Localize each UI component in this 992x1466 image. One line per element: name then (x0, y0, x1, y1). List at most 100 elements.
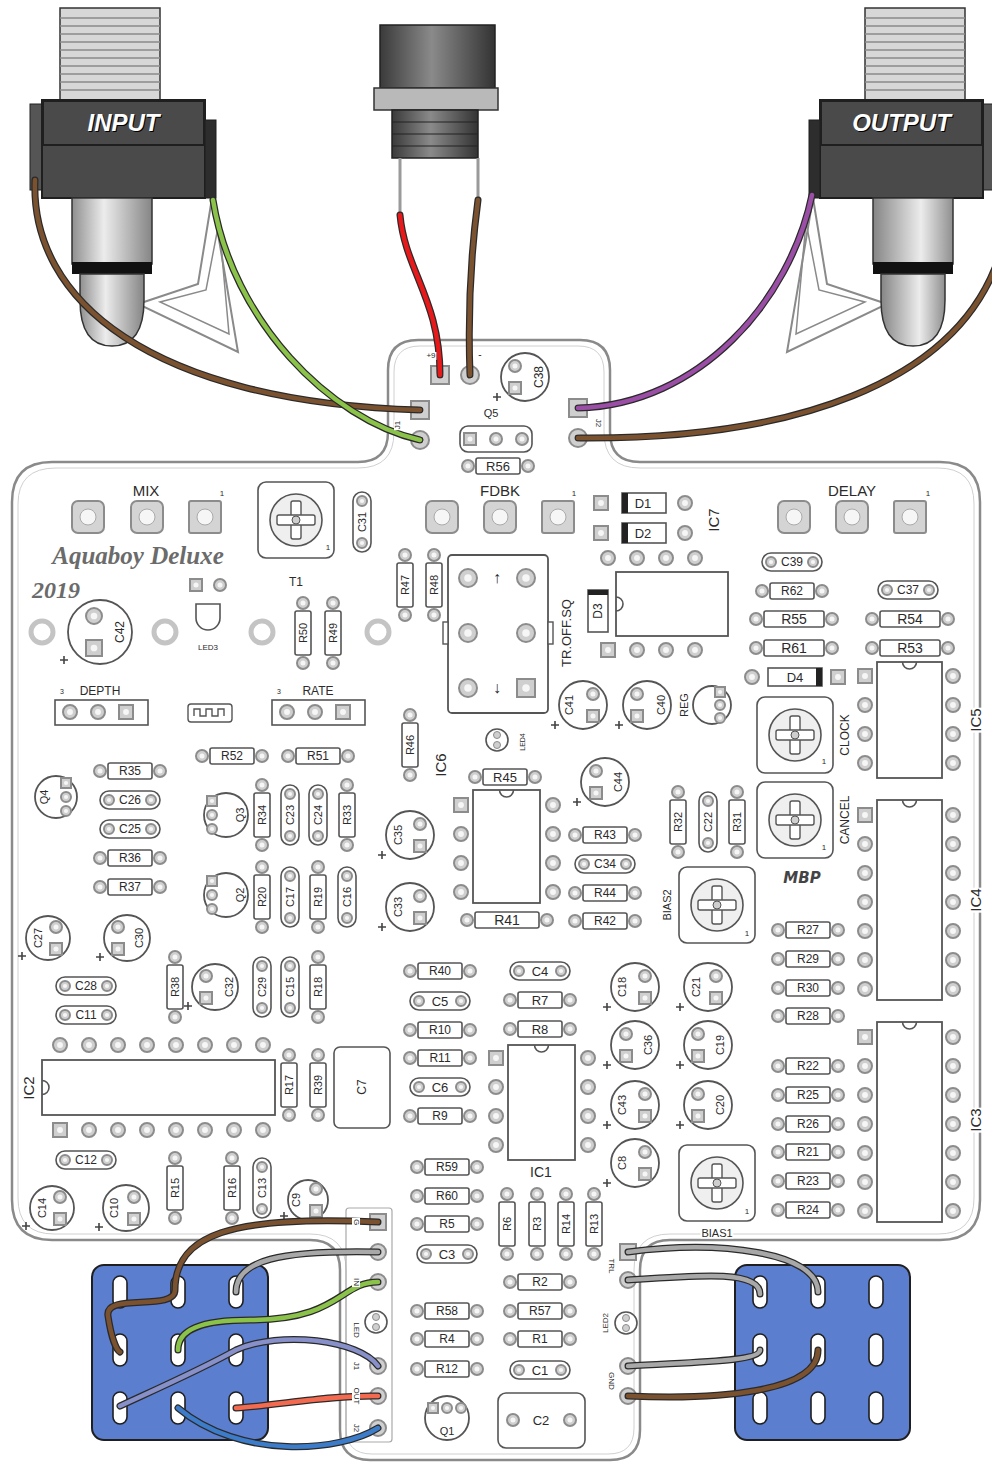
pin-header (55, 700, 148, 725)
solder-pad (946, 1030, 960, 1044)
solder-pad (504, 1251, 509, 1256)
part-label: D1 (634, 497, 653, 510)
solder-pad (632, 890, 637, 895)
solder-pad (775, 1063, 780, 1068)
solder-pad (507, 1336, 512, 1341)
capacitor-symbol (100, 791, 160, 809)
part-label: C6 (431, 1081, 450, 1094)
resistor-symbol (880, 640, 940, 656)
solder-pad (54, 1213, 66, 1225)
resistor-symbol (786, 1144, 830, 1160)
solder-pad (119, 705, 133, 719)
solder-pad (282, 750, 294, 762)
solder-pad (285, 913, 295, 923)
part-label: DELAY (827, 483, 877, 498)
solder-pad (692, 1050, 704, 1062)
polarity-mark (378, 923, 386, 931)
solder-pad (772, 1010, 784, 1022)
solder-pad (203, 995, 208, 1000)
part-label: 1 (219, 490, 225, 498)
solder-pad (775, 1092, 780, 1097)
solder-pad (832, 953, 844, 965)
solder-pad (414, 840, 426, 852)
solder-pad (190, 579, 202, 591)
board-title: 2019 (31, 578, 81, 602)
solder-pad (283, 1109, 295, 1121)
solder-pad (50, 921, 62, 933)
solder-pad (590, 765, 602, 777)
solder-pad (682, 530, 688, 536)
jack-label-box: INPUT (42, 100, 205, 146)
solder-pad (172, 1155, 177, 1160)
solder-pad (312, 921, 324, 933)
solder-pad (591, 1191, 596, 1196)
solder-pad (402, 552, 407, 557)
solder-pad (835, 1063, 840, 1068)
solder-pad (57, 1127, 63, 1133)
solder-pad (593, 768, 598, 773)
diode-symbol (816, 668, 822, 686)
solder-pad (582, 862, 586, 866)
solder-pad (534, 1251, 539, 1256)
solder-pad (946, 837, 960, 851)
ic-package (903, 800, 917, 807)
solder-pad (858, 808, 872, 822)
solder-pad (950, 899, 956, 905)
solder-pad (858, 698, 872, 712)
solder-pad (832, 982, 844, 994)
electrolytic-capacitor (386, 883, 434, 931)
resistor-symbol (425, 1216, 469, 1232)
solder-pad (692, 1088, 704, 1100)
resistor-symbol (586, 1202, 602, 1246)
ic-package (877, 662, 942, 778)
part-label: R8 (531, 1023, 550, 1036)
solder-pad (756, 585, 768, 597)
solder-pad (310, 1183, 322, 1195)
solder-pad (581, 1051, 595, 1065)
solder-pad (169, 1011, 181, 1023)
polarity-mark (95, 1223, 103, 1231)
solder-pad (620, 1028, 632, 1040)
solder-pad (489, 1109, 503, 1123)
solder-pad (464, 1110, 476, 1122)
part-label: IC2 (21, 1075, 36, 1100)
part-label: CLOCK (839, 713, 851, 756)
resistor-symbol (254, 793, 270, 837)
solder-pad (808, 557, 818, 567)
part-label: C43 (617, 1094, 628, 1116)
solder-pad (469, 771, 481, 783)
resistor-symbol (786, 1202, 830, 1218)
solder-pad (414, 1193, 419, 1198)
solder-pad (97, 768, 102, 773)
pot-pad (72, 501, 104, 533)
solder-pad (105, 1158, 109, 1162)
solder-pad (424, 1252, 428, 1256)
resistor-symbol (397, 563, 413, 607)
pot-pad (139, 509, 155, 525)
part-label: R24 (796, 1204, 820, 1216)
part-label: R29 (796, 953, 820, 965)
trimmer-pot (769, 794, 821, 846)
resistor-symbol (670, 800, 686, 844)
solder-pad (454, 856, 468, 870)
part-label: C2 (532, 1414, 551, 1427)
solder-pad (692, 647, 698, 653)
trimmer-pot (776, 730, 814, 740)
solder-pad (835, 927, 840, 932)
solder-pad (471, 1333, 483, 1345)
pot-pad (786, 509, 802, 525)
solder-pad (428, 1403, 438, 1413)
solder-pad (692, 555, 698, 561)
solder-pad (950, 1063, 956, 1069)
part-label: C26 (118, 794, 142, 806)
solder-pad (564, 1333, 576, 1345)
solder-pad (454, 885, 468, 899)
solder-pad (260, 1207, 264, 1211)
solder-pad (862, 673, 868, 679)
resistor-symbol (418, 963, 462, 979)
solder-pad (634, 555, 640, 561)
solder-pad (950, 812, 956, 818)
part-label: 1 (821, 758, 827, 766)
pot-pad (131, 501, 163, 533)
solder-pad (474, 1366, 479, 1371)
